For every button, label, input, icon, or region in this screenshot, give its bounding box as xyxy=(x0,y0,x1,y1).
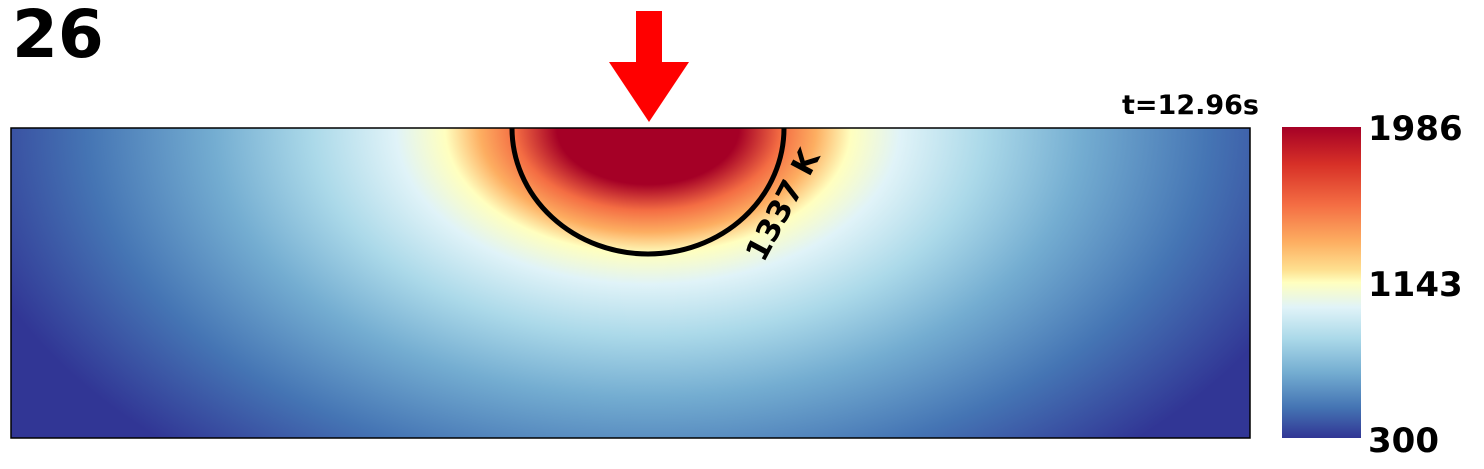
colorbar-tick-max: 1986 xyxy=(1368,109,1463,149)
field-frame xyxy=(10,127,1251,439)
panel-label: 26 xyxy=(12,0,104,73)
colorbar-tick-min: 300 xyxy=(1368,421,1439,461)
contour-line xyxy=(509,128,787,257)
down-arrow-icon xyxy=(609,11,689,122)
colorbar-tick-mid: 1143 xyxy=(1368,265,1463,305)
time-label: t=12.96s xyxy=(1122,90,1260,121)
temperature-field xyxy=(11,128,1250,438)
colorbar xyxy=(1282,127,1361,438)
